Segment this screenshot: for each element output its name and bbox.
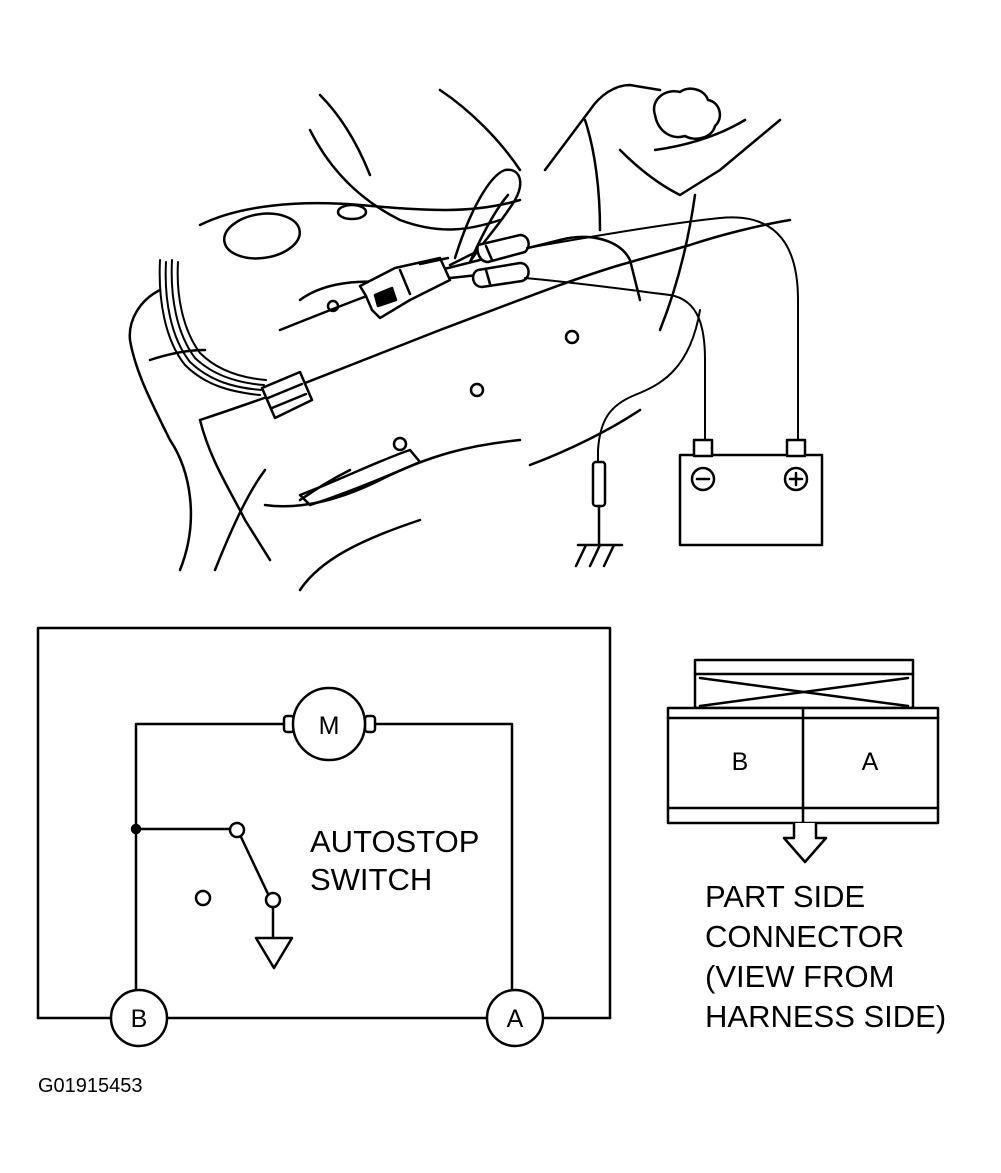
test-probe-positive [448,233,530,267]
motor-icon [282,686,377,762]
ground-icon [574,543,624,568]
terminal-b [109,988,169,1048]
harness-connector [260,370,314,420]
terminal-b-label: B [131,1005,148,1033]
motor-connector [358,256,452,320]
connector-caption-line4: HARNESS SIDE) [705,999,946,1034]
battery-icon [678,438,824,547]
connector-pin-b: B [732,748,749,776]
terminal-a-label: A [507,1005,524,1033]
test-probe-negative [448,261,530,289]
arrow-down-icon [782,821,828,864]
jumper-leads [524,216,799,463]
connector-caption-line2: CONNECTOR [705,919,904,954]
autostop-switch-label-line1: AUTOSTOP [310,824,479,859]
connector-pin-a: A [862,748,879,776]
motor-label: M [319,712,340,740]
ground-lead [591,460,607,547]
vehicle-body-sketch [128,83,792,592]
part-side-connector [666,658,940,825]
connector-caption-line1: PART SIDE [705,879,865,914]
connector-caption-line3: (VIEW FROM [705,959,894,994]
switch-ground-icon [254,936,294,970]
terminal-a [485,988,545,1048]
wire-harness [158,259,267,396]
autostop-switch-label-line2: SWITCH [310,862,432,897]
figure-code: G01915453 [38,1075,143,1097]
circuit-schematic [36,626,612,1020]
